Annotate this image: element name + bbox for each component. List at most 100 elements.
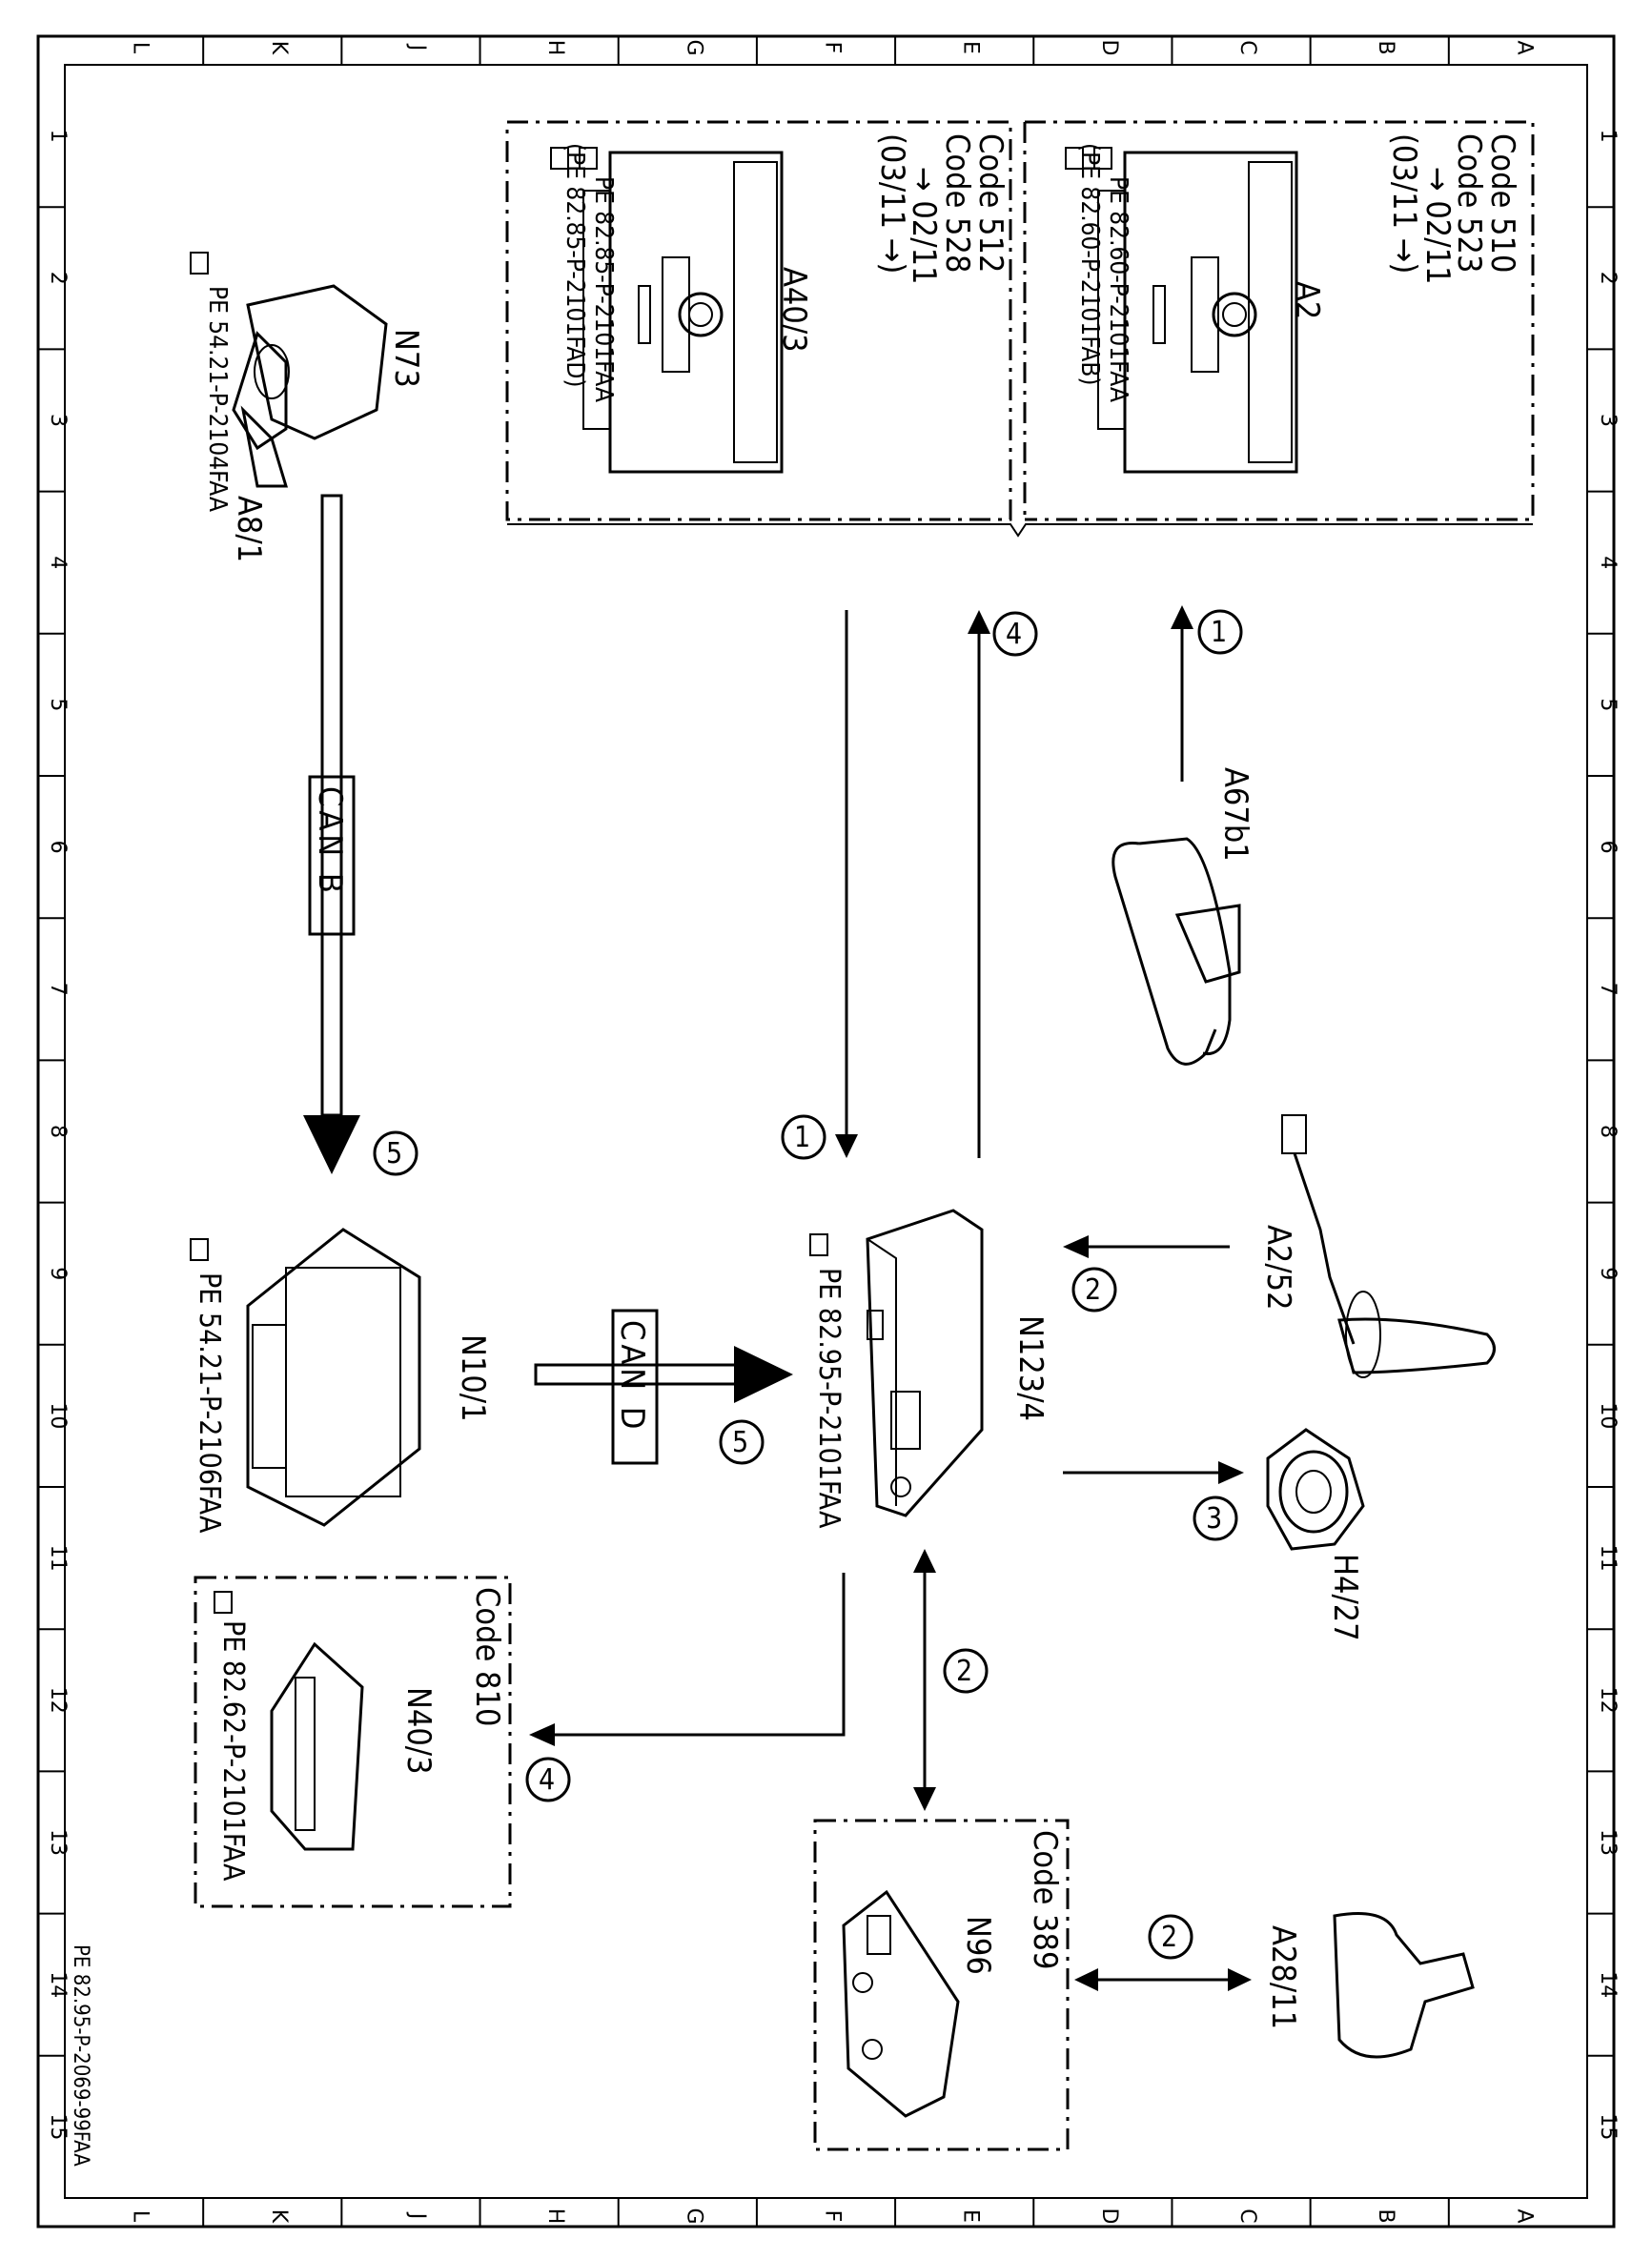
col-label-top: H bbox=[543, 40, 567, 56]
col-label-bottom: E bbox=[959, 2209, 983, 2223]
h4-27-label: H4/27 bbox=[1326, 1554, 1364, 1641]
a2-box bbox=[1023, 120, 1535, 521]
pointing-hand-icon bbox=[214, 1591, 233, 1614]
row-label-left: 13 bbox=[46, 1829, 70, 1856]
col-label-top: D bbox=[1097, 40, 1121, 56]
row-label-right: 14 bbox=[1596, 1971, 1620, 1998]
pointing-hand-icon bbox=[809, 1233, 828, 1256]
amplifier-icon bbox=[270, 1641, 364, 1851]
col-label-top: E bbox=[959, 41, 983, 54]
arrowhead bbox=[1074, 1968, 1098, 1991]
marker-2-vertical bbox=[943, 1648, 989, 1694]
row-label-right: 4 bbox=[1596, 556, 1620, 569]
row-label-right: 6 bbox=[1596, 841, 1620, 854]
col-label-top: B bbox=[1374, 40, 1397, 54]
can-b-label-box bbox=[308, 775, 356, 936]
a2-52-label: A2/52 bbox=[1259, 1225, 1297, 1311]
row-label-right: 13 bbox=[1596, 1829, 1620, 1856]
row-label-left: 2 bbox=[46, 272, 70, 285]
row-label-right: 11 bbox=[1596, 1545, 1620, 1572]
n123-ref: PE 82.95-P-2101FAA bbox=[812, 1268, 846, 1529]
row-label-left: 12 bbox=[46, 1687, 70, 1714]
n10-ref: PE 54.21-P-2106FAA bbox=[193, 1272, 226, 1534]
footer-reference: PE 82.95-P-2069-99FAA bbox=[69, 1944, 92, 2167]
marker-1-center bbox=[781, 1114, 826, 1160]
can-d-label-box bbox=[611, 1309, 659, 1465]
marker-5-cand bbox=[719, 1419, 765, 1465]
can-b-arrowhead bbox=[303, 1115, 360, 1174]
control-unit-icon bbox=[866, 1209, 984, 1517]
row-label-left: 6 bbox=[46, 841, 70, 854]
marker-3-text: 3 bbox=[1206, 1502, 1222, 1536]
a40-box bbox=[505, 120, 1012, 521]
n40-code: Code 810 bbox=[468, 1587, 506, 1726]
row-label-left: 8 bbox=[46, 1125, 70, 1138]
col-label-bottom: H bbox=[543, 2208, 567, 2225]
arrowhead bbox=[529, 1723, 555, 1746]
col-label-top: L bbox=[129, 42, 153, 54]
marker-1-center-text: 1 bbox=[794, 1121, 810, 1154]
row-label-right: 8 bbox=[1596, 1125, 1620, 1138]
row-label-left: 10 bbox=[46, 1402, 70, 1429]
sam-module-icon bbox=[246, 1228, 421, 1527]
row-label-left: 15 bbox=[46, 2113, 70, 2140]
a2-code2: Code 523 bbox=[1450, 133, 1488, 273]
n73-ref: PE 54.21-P-2104FAA bbox=[203, 286, 232, 512]
pointing-hand-icon bbox=[190, 1238, 209, 1261]
marker-4-text: 4 bbox=[1006, 618, 1022, 651]
row-label-right: 5 bbox=[1596, 698, 1620, 711]
marker-1 bbox=[1197, 609, 1243, 655]
row-label-left: 7 bbox=[46, 983, 70, 996]
marker-4-n40 bbox=[525, 1757, 571, 1802]
n10-label: N10/1 bbox=[454, 1334, 492, 1422]
row-label-right: 7 bbox=[1596, 983, 1620, 996]
antenna-icon bbox=[1333, 1912, 1475, 2059]
pointing-hand-icon bbox=[190, 252, 209, 275]
marker-4 bbox=[992, 611, 1038, 657]
col-label-bottom: G bbox=[682, 2208, 705, 2224]
col-label-bottom: B bbox=[1374, 2208, 1397, 2223]
a2-code1: Code 510 bbox=[1483, 133, 1521, 273]
radio-unit-icon bbox=[582, 151, 784, 474]
row-label-left: 14 bbox=[46, 1971, 70, 1998]
col-label-bottom: K bbox=[267, 2209, 291, 2224]
row-label-right: 10 bbox=[1596, 1402, 1620, 1429]
pointing-hand-icon bbox=[550, 147, 598, 170]
can-b-label: CAN B bbox=[311, 786, 349, 897]
col-label-top: G bbox=[682, 39, 705, 55]
col-label-top: K bbox=[267, 41, 291, 55]
arrowhead bbox=[835, 1134, 858, 1158]
row-label-left: 9 bbox=[46, 1267, 70, 1280]
col-label-top: C bbox=[1235, 40, 1259, 54]
inner-frame bbox=[64, 64, 1588, 2199]
marker-2-text: 2 bbox=[1085, 1273, 1101, 1307]
a40-code2: Code 528 bbox=[938, 133, 976, 273]
antenna-cable-icon bbox=[1281, 1114, 1496, 1378]
a40-ref1: PE 82.85-P-2101FAA bbox=[589, 176, 618, 402]
can-d-label: CAN D bbox=[613, 1320, 651, 1433]
a2-date2: (03/11 →) bbox=[1385, 133, 1423, 274]
marker-1-text: 1 bbox=[1211, 616, 1227, 649]
col-label-top: A bbox=[1512, 40, 1536, 54]
a2-ref1: PE 82.60-P-2101FAA bbox=[1104, 176, 1132, 402]
col-label-bottom: C bbox=[1235, 2208, 1259, 2223]
ignition-switch-icon bbox=[232, 284, 388, 488]
n40-label: N40/3 bbox=[399, 1687, 438, 1775]
a2-date1: → 02/11 bbox=[1418, 167, 1457, 284]
n96-label: N96 bbox=[959, 1916, 997, 1975]
tv-tuner-icon bbox=[842, 1889, 960, 2118]
col-label-bottom: J bbox=[405, 2211, 429, 2220]
arrowhead bbox=[1218, 1461, 1244, 1484]
col-label-bottom: A bbox=[1512, 2208, 1536, 2223]
row-label-left: 5 bbox=[46, 698, 70, 711]
arrowhead bbox=[968, 610, 990, 634]
row-label-left: 11 bbox=[46, 1545, 70, 1572]
row-label-right: 15 bbox=[1596, 2113, 1620, 2140]
row-label-right: 2 bbox=[1596, 272, 1620, 285]
a40-code1: Code 512 bbox=[971, 133, 1010, 273]
n40-box bbox=[194, 1576, 512, 1908]
